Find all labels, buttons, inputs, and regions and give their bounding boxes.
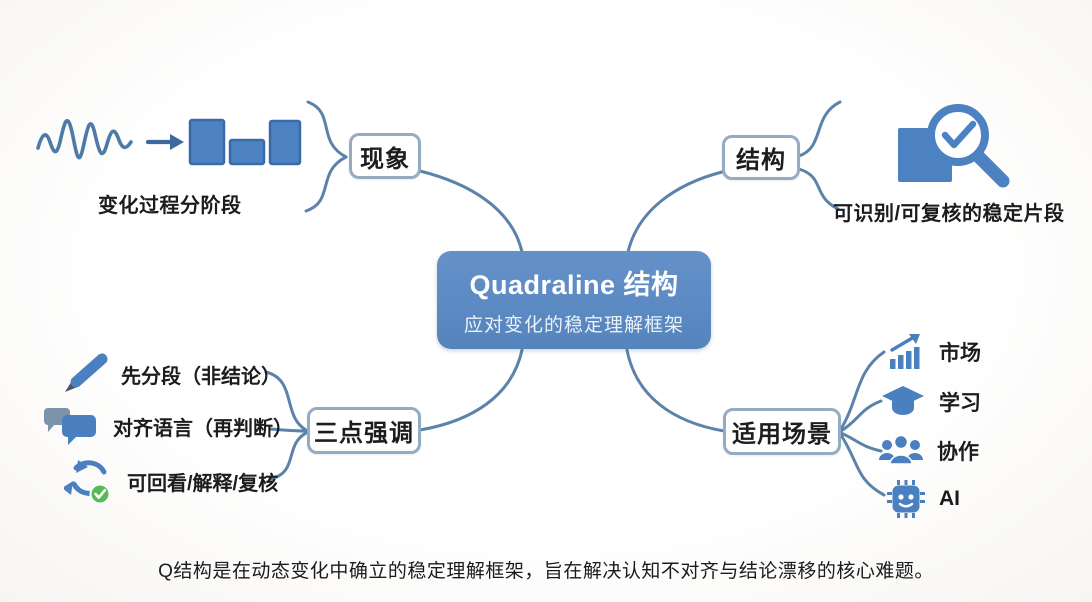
refresh-check-icon [64,460,111,504]
fan-scenarios-learning [839,399,883,433]
wave-icon [36,118,133,160]
node-phenomenon: 现象 [349,133,421,179]
central-title: Quadraline 结构 [469,270,679,300]
arrow-right-icon [145,134,184,150]
central-subtitle: 应对变化的稳定理解框架 [463,315,684,336]
brace-phenomenon-top [306,100,348,159]
magnifier-check-icon [898,104,1010,188]
footer-caption: Q结构是在动态变化中确立的稳定理解框架，旨在解决认知不对齐与结论漂移的核心难题。 [158,561,934,582]
three-points-item-2-label: 对齐语言（再判断） [113,417,293,440]
graduation-cap-icon [882,386,924,415]
node-three-points: 三点强调 [307,407,421,454]
brace-phenomenon-bottom [304,155,348,213]
node-scenarios: 适用场景 [723,408,841,455]
wave-to-blocks-icon [36,118,302,166]
scenario-item-ai: AI [886,479,960,519]
three-points-item-2: 对齐语言（再判断） [42,406,293,446]
scenario-item-market-label: 市场 [939,342,981,365]
scenario-item-learning-label: 学习 [939,392,981,415]
three-points-item-1: 先分段（非结论） [62,353,281,395]
fan-scenarios-ai [839,433,886,497]
brace-structure-top [797,100,842,158]
edge-central-to-structure [626,170,724,254]
scenario-item-collab-label: 协作 [937,441,979,464]
brace-structure-bottom [797,167,840,211]
fan-scenarios-market [839,350,886,431]
node-structure: 结构 [722,135,800,180]
segments-icon [188,118,302,166]
scenario-item-ai-label: AI [939,487,960,510]
phenomenon-leaf-caption: 变化过程分阶段 [98,195,242,217]
pen-icon [65,353,108,392]
three-points-item-1-label: 先分段（非结论） [121,365,281,388]
brace-three-points-bottom [268,431,308,481]
scenario-item-collab: 协作 [878,434,979,468]
people-icon [879,434,923,465]
market-trend-icon [890,334,920,369]
edge-central-to-phenomenon [418,169,524,254]
scenario-item-market: 市场 [886,334,981,370]
ai-chip-icon [887,480,925,518]
scenario-item-learning: 学习 [880,384,981,420]
brace-three-points-top [264,370,308,432]
edge-central-to-three-points [418,348,524,432]
fan-scenarios-collab [839,431,883,453]
edge-central-to-scenarios [625,348,726,433]
three-points-item-3-label: 可回看/解释/复核 [127,472,279,495]
three-points-item-3: 可回看/解释/复核 [64,458,278,504]
central-topic: Quadraline 结构 应对变化的稳定理解框架 [437,251,711,349]
chat-bubbles-icon [44,408,96,445]
structure-leaf-caption: 可识别/可复核的稳定片段 [833,203,1065,225]
brace-three-points-middle [268,427,308,433]
